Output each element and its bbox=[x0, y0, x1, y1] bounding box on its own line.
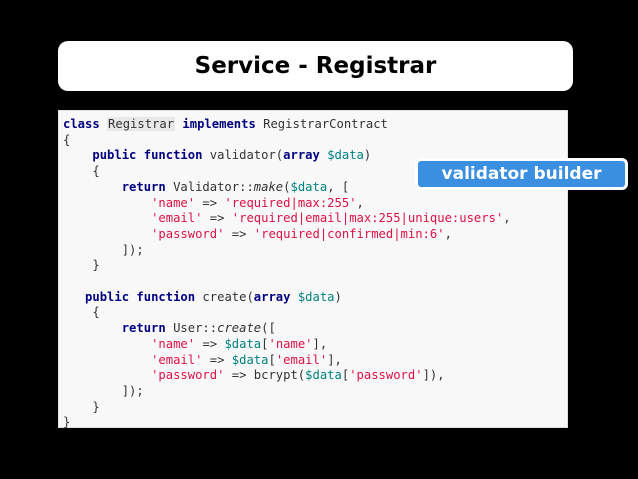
code-line: public function create(array $data) bbox=[85, 289, 342, 304]
slide-title: Service - Registrar bbox=[194, 53, 437, 79]
code-line: } bbox=[63, 258, 100, 273]
validator-builder-callout: validator builder bbox=[415, 158, 628, 190]
code-line: ]); bbox=[63, 242, 144, 257]
code-line: public function validator(array $data) bbox=[92, 148, 372, 163]
code-line: { bbox=[63, 305, 100, 320]
code-line: 'email' => $data['email'], bbox=[151, 352, 342, 367]
code-line: 'name' => 'required|max:255', bbox=[151, 195, 364, 210]
callout-label: validator builder bbox=[441, 164, 602, 184]
code-line: class Registrar implements RegistrarCont… bbox=[63, 117, 388, 131]
code-line: 'name' => $data['name'], bbox=[151, 336, 328, 351]
code-line: 'password' => 'required|confirmed|min:6'… bbox=[151, 226, 452, 241]
code-line: ]); bbox=[63, 383, 144, 398]
code-line: { bbox=[63, 164, 100, 179]
code-block: class Registrar implements RegistrarCont… bbox=[63, 117, 511, 431]
code-line: } bbox=[63, 399, 100, 414]
code-line: } bbox=[63, 415, 71, 430]
slide-title-bar: Service - Registrar bbox=[58, 41, 573, 91]
code-line: { bbox=[63, 132, 71, 147]
code-line: 'password' => bcrypt($data['password']), bbox=[151, 368, 445, 383]
code-line: 'email' => 'required|email|max:255|uniqu… bbox=[151, 211, 511, 226]
code-line: return User::create([ bbox=[121, 321, 276, 336]
code-line: return Validator::make($data, [ bbox=[121, 179, 350, 194]
